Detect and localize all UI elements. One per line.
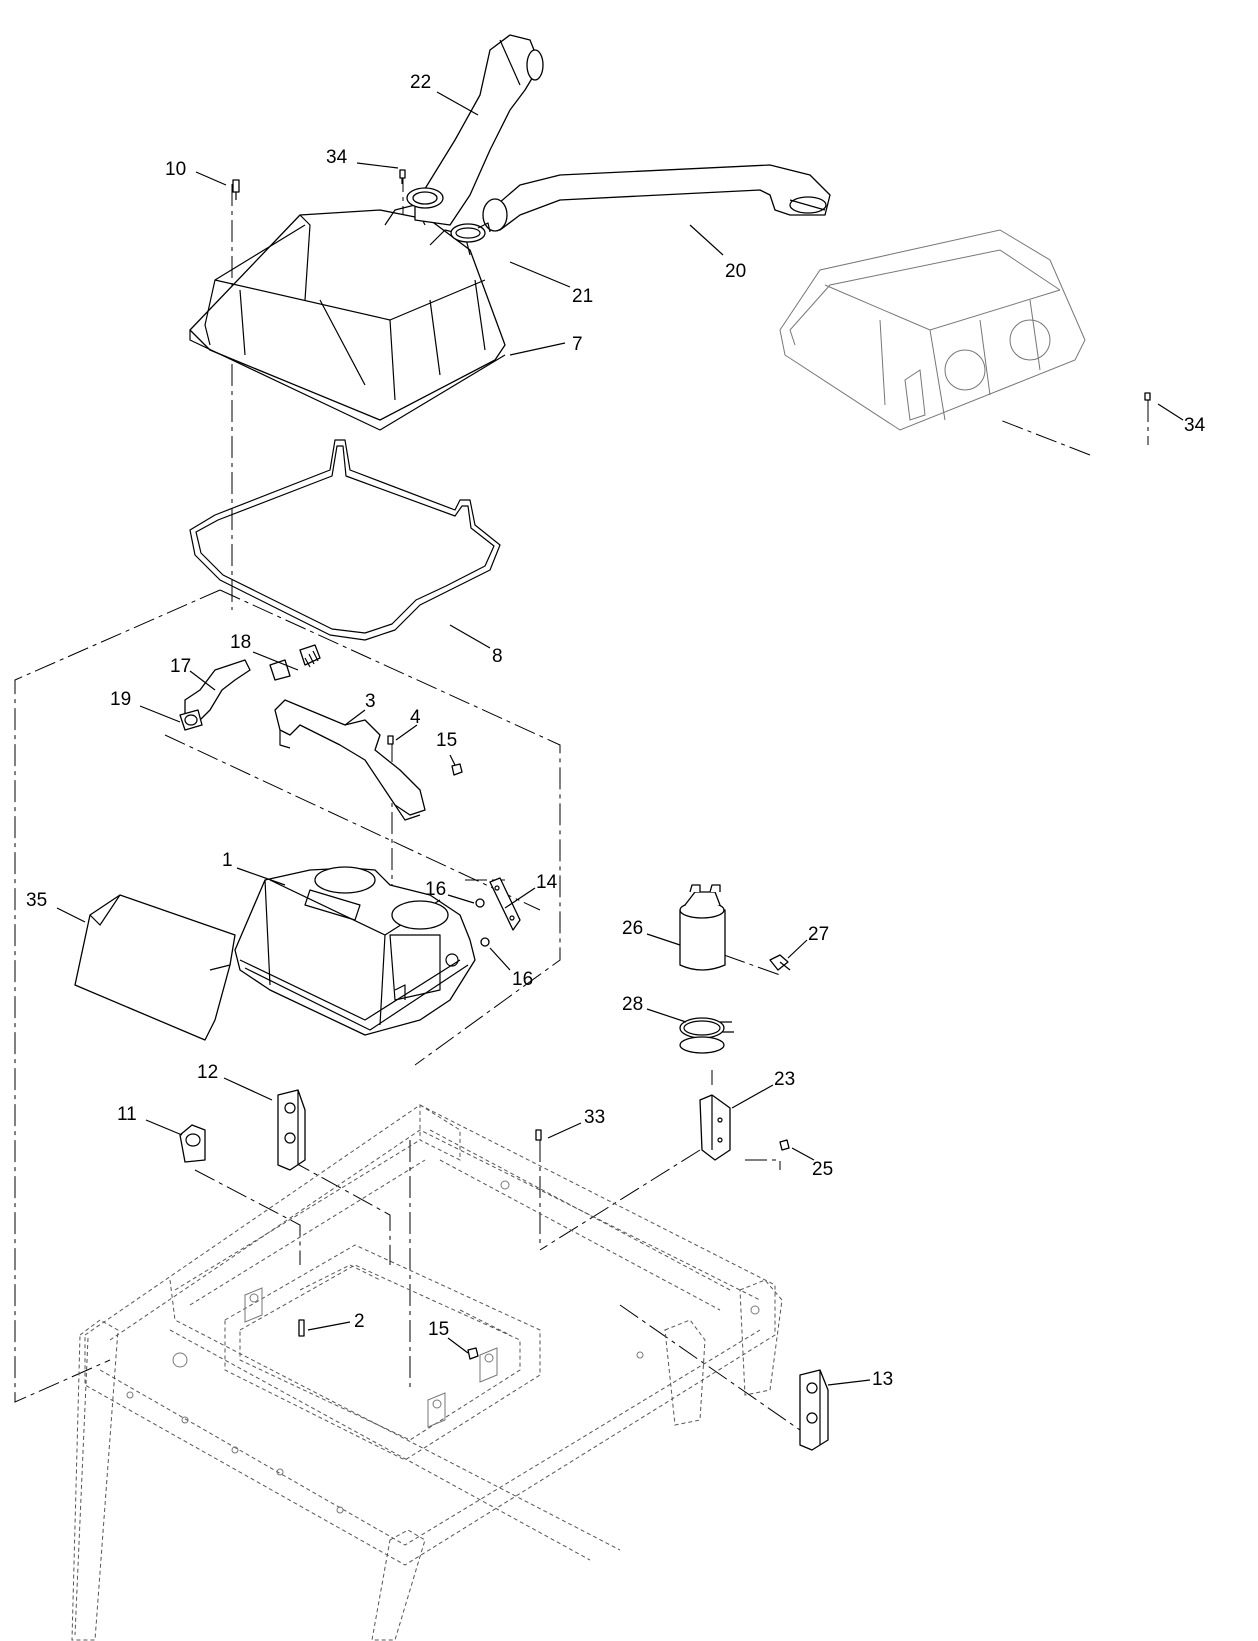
callout-16-top: 16 [425, 879, 446, 900]
callout-25: 25 [812, 1159, 833, 1180]
part-hose-20 [482, 164, 831, 232]
part-bracket-3 [274, 699, 426, 821]
part-screw-4 [387, 735, 394, 745]
callout-14: 14 [536, 872, 558, 893]
callout-34-top: 34 [326, 147, 348, 168]
leader-lines [56, 91, 1184, 1386]
part-screw-34 [399, 169, 1151, 401]
part-nut-16 [475, 898, 490, 947]
callout-23: 23 [774, 1069, 795, 1090]
callout-7: 7 [572, 334, 583, 355]
callout-8: 8 [492, 646, 503, 667]
callout-12: 12 [197, 1062, 218, 1083]
part-screw-33 [535, 1129, 542, 1141]
callout-15-bottom: 15 [428, 1319, 449, 1340]
callout-16-bottom: 16 [512, 969, 533, 990]
callout-2: 2 [354, 1311, 365, 1332]
part-mount-12 [277, 1089, 306, 1171]
part-panel-35 [74, 894, 236, 1041]
part-gasket [189, 439, 501, 641]
part-switch-27 [769, 954, 791, 971]
part-bracket-23 [699, 1094, 731, 1161]
part-hvac-unit [234, 866, 476, 1036]
part-nut-15 [451, 763, 479, 1360]
part-mount-13 [799, 1369, 829, 1451]
callout-18: 18 [230, 632, 251, 653]
part-isolator-11 [179, 1124, 206, 1163]
callout-10: 10 [165, 159, 186, 180]
callout-28: 28 [622, 994, 643, 1015]
callout-26: 26 [622, 918, 643, 939]
callout-35: 35 [26, 890, 47, 911]
callout-17: 17 [170, 656, 191, 677]
callout-4: 4 [410, 707, 421, 728]
seat-frame-phantom [71, 1104, 783, 1641]
part-receiver-drier-26 [679, 884, 726, 971]
part-clamp-21 [450, 222, 491, 243]
part-clamp-19 [179, 709, 203, 731]
callout-labels: 22 34 10 20 21 7 34 8 18 17 19 3 4 15 1 … [26, 72, 1206, 1390]
part-cover [189, 204, 506, 431]
callout-15-top: 15 [436, 730, 457, 751]
callout-21: 21 [572, 286, 593, 307]
callout-19: 19 [110, 689, 131, 710]
part-hose-22 [406, 34, 544, 226]
callout-27: 27 [808, 924, 829, 945]
callout-33: 33 [584, 1107, 605, 1128]
callout-3: 3 [365, 691, 376, 712]
part-fitting-18 [269, 644, 321, 681]
part-bracket-14 [489, 877, 521, 931]
part-clamp-28 [679, 1017, 734, 1054]
callout-11: 11 [117, 1104, 137, 1125]
callout-20: 20 [725, 261, 746, 282]
part-bolt-10 [232, 179, 240, 200]
callout-13: 13 [872, 1369, 893, 1390]
callout-22: 22 [410, 72, 431, 93]
part-screw-25 [779, 1139, 790, 1151]
callout-34-right: 34 [1184, 415, 1206, 436]
assembly-centerlines [14, 170, 1149, 1431]
callout-1: 1 [222, 850, 233, 871]
part-screw-2 [298, 1319, 305, 1337]
part-cover-rear-view [779, 229, 1086, 431]
